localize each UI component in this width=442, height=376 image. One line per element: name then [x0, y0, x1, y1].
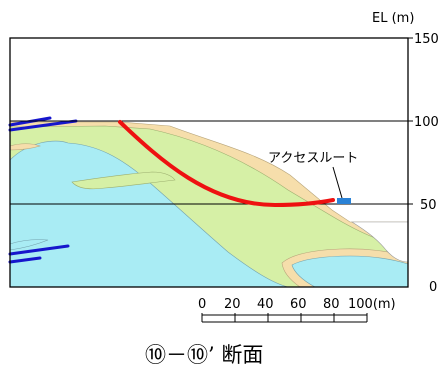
- elevation-unit-label: EL (m): [372, 11, 414, 26]
- void-area: [350, 221, 409, 263]
- beige-lens: [9, 143, 41, 151]
- access-route-leader: [332, 166, 343, 199]
- left-lower-patch: [9, 239, 49, 251]
- scale-label-20: 20: [224, 297, 241, 312]
- blue-line: [8, 119, 78, 132]
- tick-label-100: 100: [414, 115, 439, 130]
- access-route-marker: [337, 198, 351, 204]
- section-frame: [9, 37, 409, 288]
- access-route-label: アクセスルート: [268, 151, 358, 166]
- tick-label-50: 50: [420, 198, 437, 213]
- scale-label-100: 100(m): [348, 297, 396, 312]
- right-lens-inner: [291, 255, 409, 288]
- green-lens: [71, 171, 176, 190]
- scale-bar: 0 20 40 60 80 100(m): [198, 297, 396, 323]
- blue-line: [8, 256, 42, 264]
- elevation-axis: EL (m) 150 100 50 0: [372, 11, 439, 295]
- blue-line: [8, 244, 70, 256]
- section-caption: ⑩－⑩’ 断面: [145, 343, 263, 367]
- slip-surface: [118, 120, 335, 208]
- scale-label-60: 60: [290, 297, 307, 312]
- scale-label-80: 80: [323, 297, 340, 312]
- scale-label-0: 0: [198, 297, 206, 312]
- scale-label-40: 40: [257, 297, 274, 312]
- tick-label-150: 150: [414, 32, 439, 47]
- blue-lines: [8, 116, 78, 264]
- tick-label-0: 0: [429, 280, 437, 295]
- geology-layers: [9, 121, 409, 288]
